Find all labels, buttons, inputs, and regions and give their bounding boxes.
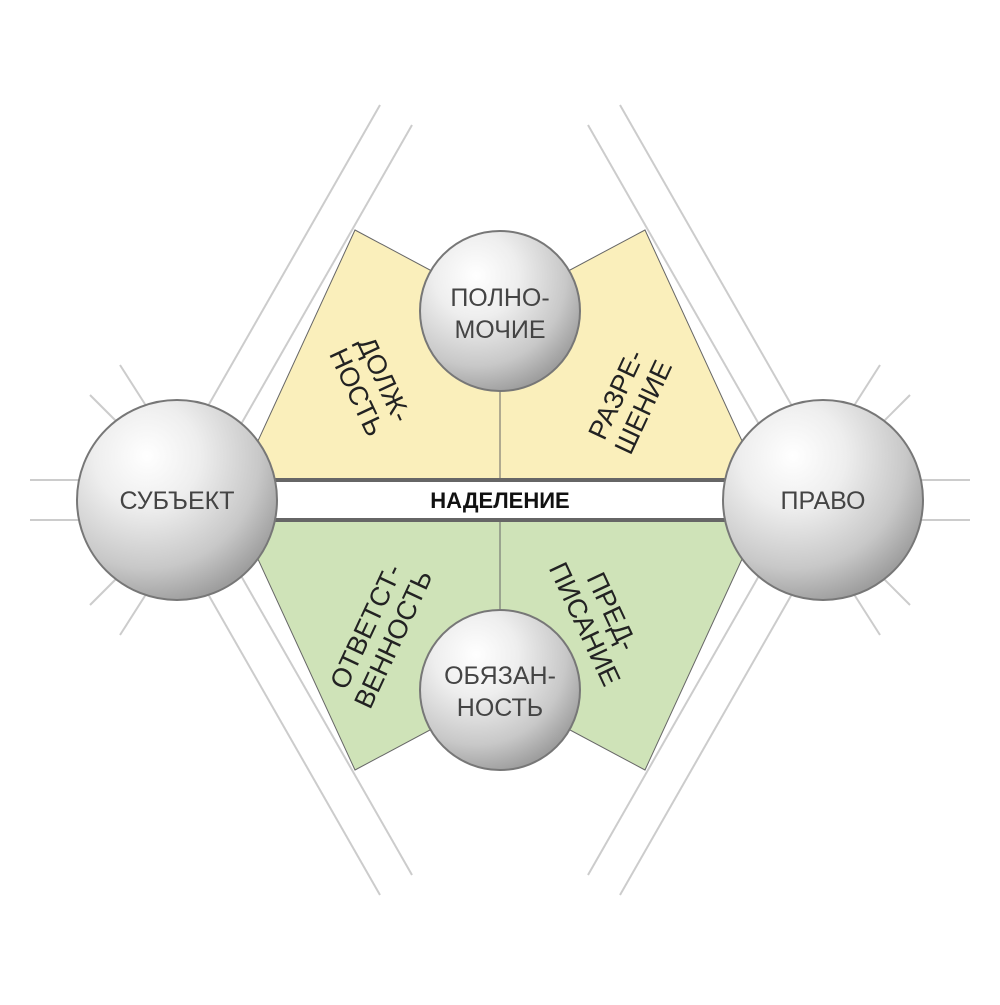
svg-text:ОБЯЗАН-: ОБЯЗАН-	[444, 662, 556, 690]
svg-text:НОСТЬ: НОСТЬ	[457, 694, 543, 722]
assignment-label: НАДЕЛЕНИЕ	[430, 488, 569, 513]
svg-text:ПОЛНО-: ПОЛНО-	[450, 284, 549, 312]
svg-text:СУБЪЕКТ: СУБЪЕКТ	[120, 487, 235, 515]
svg-text:МОЧИЕ: МОЧИЕ	[454, 316, 545, 344]
node-subject: СУБЪЕКТ	[76, 399, 278, 601]
node-authority: ПОЛНО- МОЧИЕ	[419, 230, 581, 392]
node-obligation: ОБЯЗАН- НОСТЬ	[419, 609, 581, 771]
node-right: ПРАВО	[722, 399, 924, 601]
svg-text:ПРАВО: ПРАВО	[781, 487, 866, 515]
